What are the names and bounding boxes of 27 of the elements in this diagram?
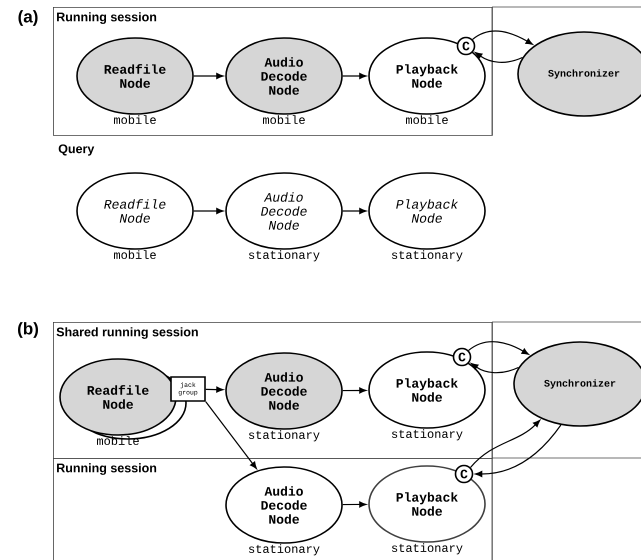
arrow — [474, 52, 523, 63]
node-caption: stationary — [392, 543, 463, 554]
arrow — [342, 387, 366, 394]
arrow — [194, 72, 224, 80]
arrow — [342, 72, 366, 80]
arrow — [475, 424, 562, 478]
node-caption: mobile — [262, 115, 305, 124]
node-caption: stationary — [248, 430, 320, 442]
arrow — [468, 341, 529, 355]
node-caption: stationary — [392, 250, 463, 262]
node-caption: mobile — [406, 115, 448, 124]
arrow — [472, 30, 533, 45]
panel-label: (a) — [18, 10, 38, 26]
arrow — [470, 420, 540, 468]
arrow — [470, 363, 519, 374]
panel-label: (b) — [18, 322, 38, 338]
node-caption: mobile — [114, 115, 156, 124]
arrow — [342, 208, 366, 214]
section-heading: Query — [58, 144, 94, 156]
arrow — [205, 401, 257, 469]
arrow — [206, 386, 224, 393]
arrow — [342, 501, 366, 508]
arrow — [194, 208, 224, 214]
node-caption: stationary — [392, 429, 463, 440]
node-caption: stationary — [248, 544, 320, 556]
node-caption: mobile — [114, 250, 156, 259]
node-caption: stationary — [248, 250, 320, 262]
